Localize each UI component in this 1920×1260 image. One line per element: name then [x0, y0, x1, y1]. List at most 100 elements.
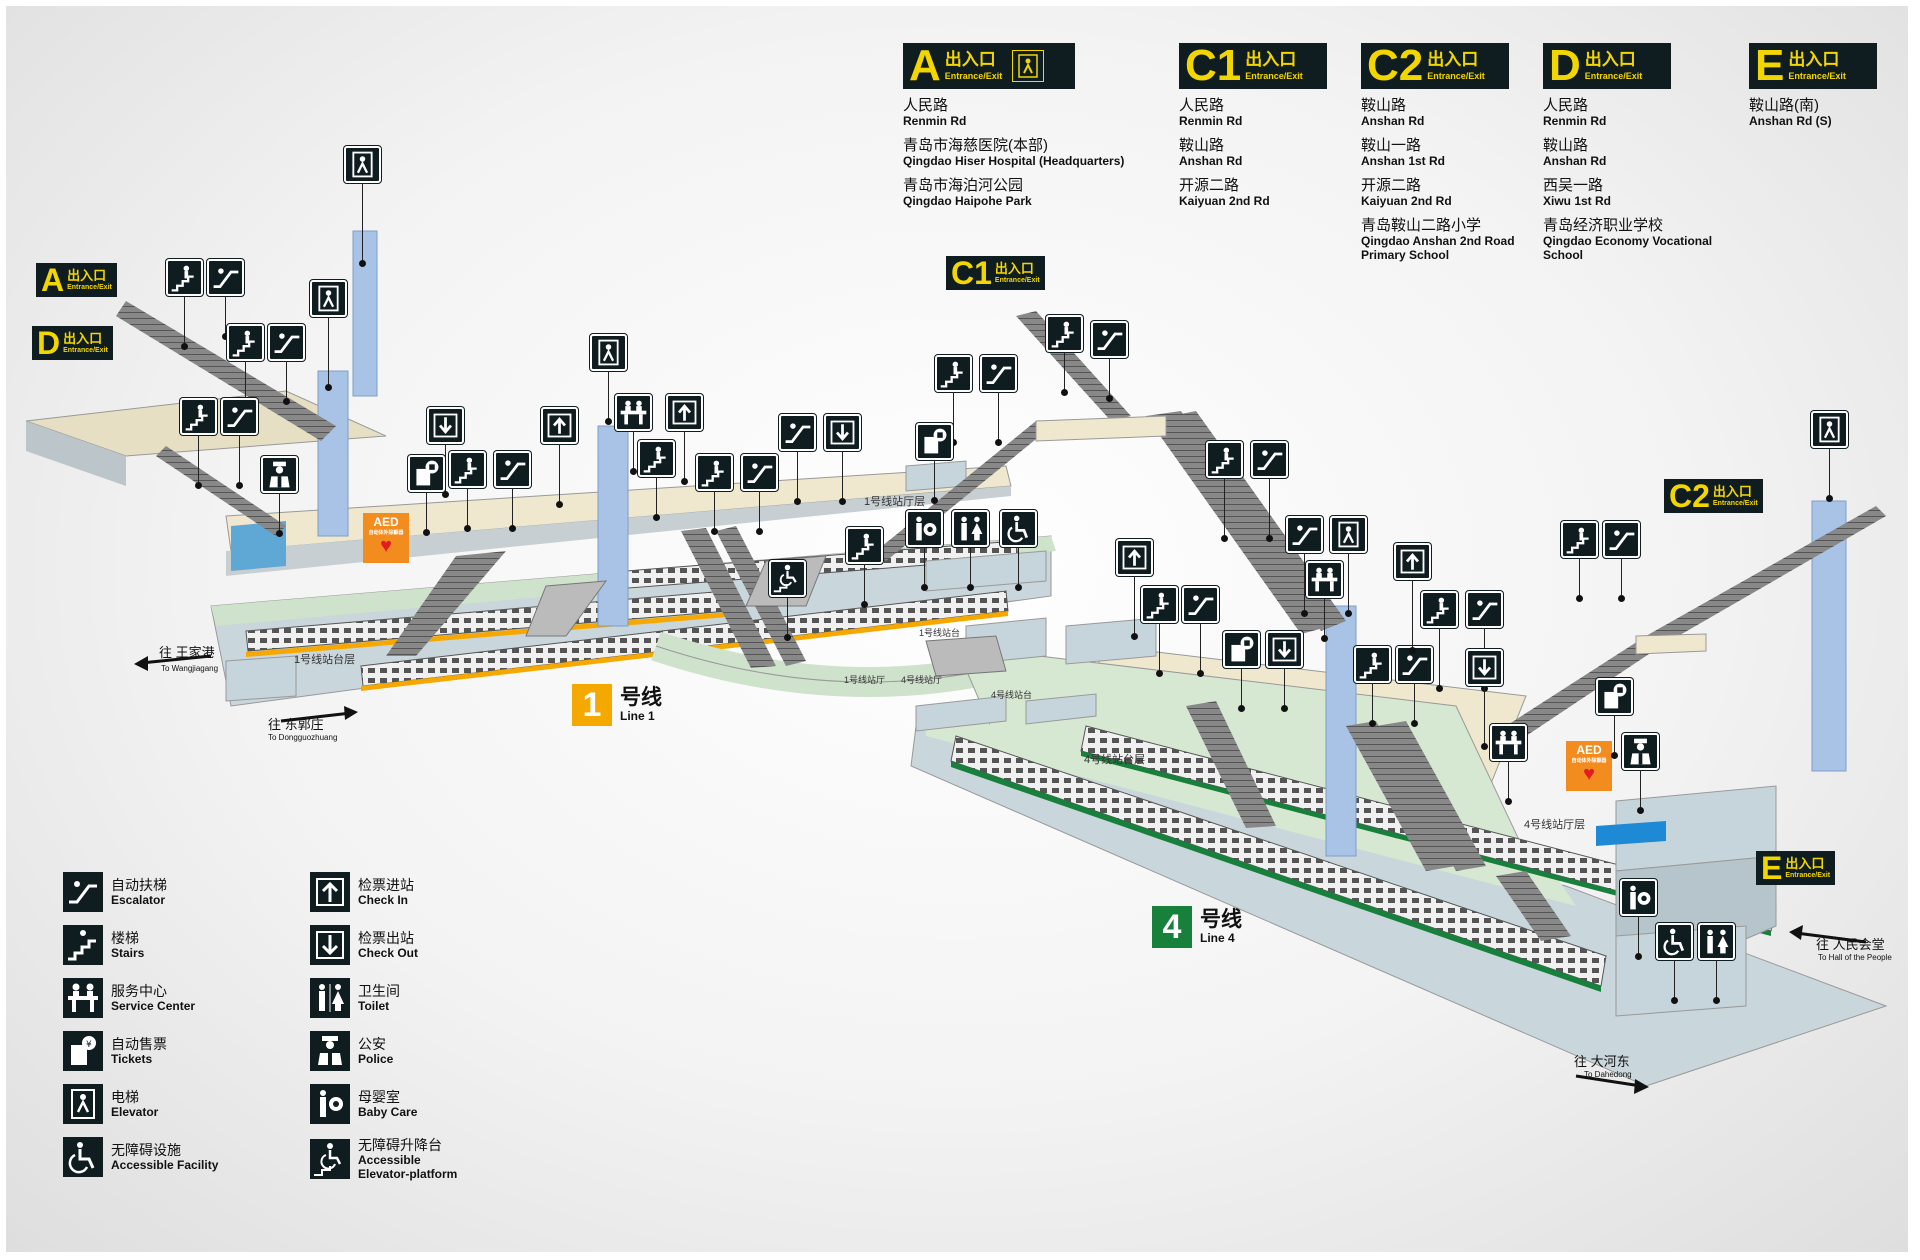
exit-label-cn: 出入口 — [1245, 50, 1297, 69]
pin-dot — [711, 528, 718, 535]
elevator-icon — [1330, 516, 1367, 553]
baby-care-icon — [1620, 879, 1657, 916]
pin-dot — [1061, 389, 1068, 396]
exit-badge-a: A 出入口 Entrance/Exit — [903, 43, 1075, 89]
check-out-icon — [1266, 631, 1303, 668]
baby-care-icon — [906, 510, 943, 547]
accessible-platform-icon — [769, 560, 806, 597]
check-out-icon — [1466, 649, 1503, 686]
pin-line — [467, 488, 468, 528]
pin-dot — [1618, 595, 1625, 602]
police-icon — [261, 456, 298, 493]
pin-dot — [236, 482, 243, 489]
pin-line — [656, 477, 657, 517]
accessible-icon — [1000, 510, 1037, 547]
pin-dot — [605, 418, 612, 425]
elevator-icon — [310, 280, 347, 317]
pin-dot — [756, 528, 763, 535]
accessible-icon — [1656, 923, 1693, 960]
escalator-icon — [63, 872, 103, 912]
direction-dahedong: 往 大河东 — [1574, 1054, 1630, 1069]
direction-dongguozhuang-en: To Dongguozhuang — [268, 733, 338, 742]
exit-label-en: Entrance/Exit — [1584, 71, 1643, 81]
pin-line — [1304, 553, 1305, 613]
pin-dot — [556, 501, 563, 508]
exit-letter: C2 — [1367, 41, 1424, 90]
pin-dot — [1713, 997, 1720, 1004]
pin-dot — [967, 584, 974, 591]
pin-line — [225, 296, 226, 336]
pin-line — [998, 392, 999, 442]
line1-hall-label: 1号线站厅 — [844, 675, 886, 685]
pin-dot — [1156, 670, 1163, 677]
check-in-icon — [1394, 543, 1431, 580]
check-out-icon — [824, 414, 861, 451]
pin-line — [512, 488, 513, 528]
pin-line — [684, 431, 685, 481]
exit-letter: D — [1549, 41, 1581, 90]
stairs-icon — [227, 324, 264, 361]
stairs-icon — [449, 451, 486, 488]
escalator-icon — [1603, 521, 1640, 558]
stairs-icon — [1141, 586, 1178, 623]
line1-platform-label: 1号线站台层 — [294, 654, 356, 666]
stairs-icon — [935, 355, 972, 392]
pin-dot — [931, 497, 938, 504]
pin-dot — [195, 482, 202, 489]
toilet-icon — [952, 510, 989, 547]
pin-dot — [283, 398, 290, 405]
exit-label-cn: 出入口 — [944, 50, 996, 69]
exit-label-en: Entrance/Exit — [1427, 71, 1485, 81]
line1-concourse-label: 1号线站厅层 — [864, 496, 926, 508]
pin-line — [864, 564, 865, 604]
pin-dot — [1238, 705, 1245, 712]
pin-dot — [1611, 752, 1618, 759]
pin-line — [1064, 352, 1065, 392]
pin-line — [1159, 623, 1160, 673]
to-line4-label: 4号线站台 — [991, 690, 1033, 700]
stairs-icon — [166, 259, 203, 296]
check-out-icon — [310, 925, 350, 965]
escalator-icon — [1396, 646, 1433, 683]
pin-line — [1640, 770, 1641, 810]
service-center-icon — [1306, 561, 1343, 598]
exit-label-cn: 出入口 — [1584, 50, 1636, 69]
pin-line — [1614, 715, 1615, 755]
stairs-icon — [1354, 646, 1391, 683]
pin-dot — [325, 384, 332, 391]
pin-dot — [1637, 807, 1644, 814]
line4-concourse-label: 4号线站厅层 — [1524, 819, 1586, 831]
pin-line — [279, 493, 280, 533]
heart-icon: ♥ — [1583, 763, 1595, 785]
pin-line — [1414, 683, 1415, 723]
check-out-icon — [427, 407, 464, 444]
pin-line — [1200, 623, 1201, 673]
pin-line — [1412, 580, 1413, 650]
pin-dot — [464, 525, 471, 532]
toilet-icon — [1698, 923, 1735, 960]
pin-dot — [1671, 997, 1678, 1004]
exit-letter: C1 — [1185, 41, 1242, 90]
heart-icon: ♥ — [380, 535, 392, 557]
check-in-icon — [1116, 539, 1153, 576]
pin-line — [970, 547, 971, 587]
aed-sign: AED 自动体外除颤器 ♥ — [1566, 741, 1612, 791]
tickets-icon — [1223, 631, 1260, 668]
pin-dot — [1345, 610, 1352, 617]
service-center-icon — [1490, 724, 1527, 761]
exit-badge-d: D 出入口 Entrance/Exit — [1543, 43, 1671, 89]
pin-dot — [276, 530, 283, 537]
check-in-icon — [310, 872, 350, 912]
